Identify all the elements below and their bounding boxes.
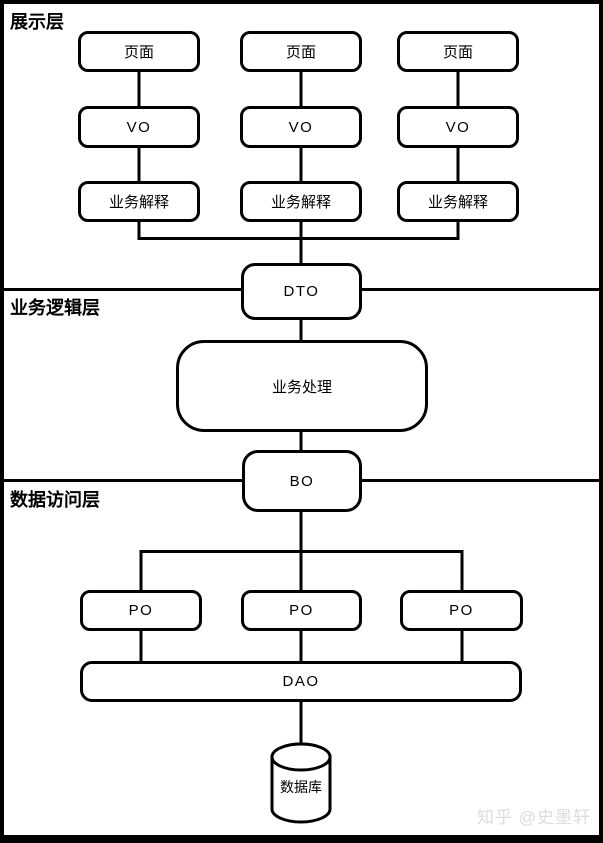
node-business-interpret-3: 业务解释 (397, 181, 519, 222)
node-database-label: 数据库 (280, 779, 322, 795)
node-business-interpret-2: 业务解释 (240, 181, 362, 222)
database-cylinder-icon (270, 742, 332, 824)
node-bo: BO (242, 450, 362, 512)
layer-label-presentation: 展示层 (10, 12, 64, 32)
node-dao: DAO (80, 661, 522, 702)
node-vo-1: VO (78, 106, 200, 148)
layer-label-data-access: 数据访问层 (10, 490, 100, 510)
layer-label-business-logic: 业务逻辑层 (10, 298, 100, 318)
node-po-1: PO (80, 590, 202, 631)
node-vo-3: VO (397, 106, 519, 148)
po-bus (139, 550, 464, 590)
node-business-process: 业务处理 (176, 340, 428, 432)
po-to-dao-connectors (139, 630, 464, 661)
node-business-interpret-1: 业务解释 (78, 181, 200, 222)
page-to-vo-connectors (137, 71, 460, 106)
node-dto: DTO (241, 263, 362, 320)
node-page-3: 页面 (397, 31, 519, 72)
vo-to-interpret-connectors (137, 147, 460, 181)
node-po-2: PO (241, 590, 362, 631)
node-vo-2: VO (240, 106, 362, 148)
bottom-bar (0, 835, 603, 843)
node-page-2: 页面 (240, 31, 362, 72)
interpret-bus (137, 221, 460, 240)
node-po-3: PO (400, 590, 523, 631)
watermark: 知乎 @史墨轩 (477, 808, 591, 827)
node-page-1: 页面 (78, 31, 200, 72)
